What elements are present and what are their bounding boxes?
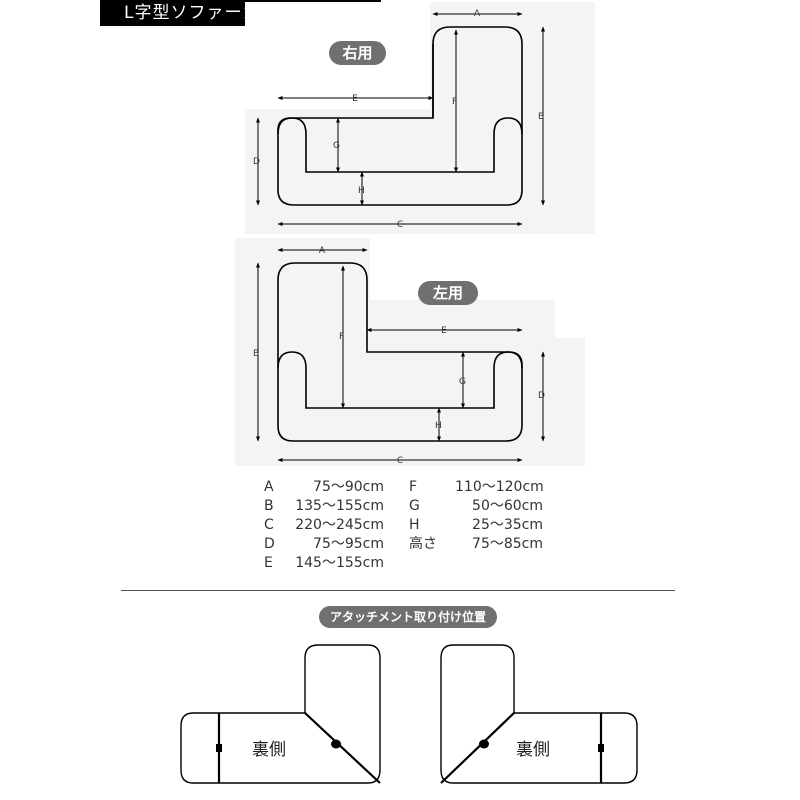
attachment-point <box>331 739 341 749</box>
spec-row: B 135〜155cm <box>264 495 384 515</box>
dim-a-right: A <box>474 9 481 19</box>
dim-g-right: G <box>333 141 340 151</box>
dim-e-right: E <box>352 94 358 104</box>
spec-key: B <box>264 498 274 514</box>
dim-f-right: F <box>452 97 457 107</box>
spec-value: 50〜60cm <box>472 498 543 514</box>
attachment-position-label: アタッチメント取り付け位置 <box>319 606 497 628</box>
spec-value: 220〜245cm <box>295 517 384 533</box>
spec-key: A <box>264 479 274 495</box>
spec-value: 110〜120cm <box>455 479 544 495</box>
spec-key: H <box>409 517 420 533</box>
spec-row: 高さ 75〜85cm <box>409 533 543 553</box>
dim-b-left: B <box>253 349 259 359</box>
dim-c-right: C <box>397 220 403 230</box>
dim-c-left: C <box>397 456 403 466</box>
spec-value: 75〜85cm <box>472 536 543 552</box>
spec-key: F <box>409 479 418 495</box>
left-use-label: 左用 <box>418 281 478 305</box>
spec-value: 145〜155cm <box>295 555 384 571</box>
dim-h-right: H <box>358 186 365 196</box>
spec-key: 高さ <box>409 536 437 552</box>
back-label-right: 裏側 <box>252 739 286 760</box>
spec-value: 75〜95cm <box>313 536 384 552</box>
dim-e-left: E <box>441 326 447 336</box>
spec-row: C 220〜245cm <box>264 514 384 534</box>
spec-row: F 110〜120cm <box>409 476 544 496</box>
dim-d-right: D <box>253 157 260 167</box>
dim-g-left: G <box>459 377 466 387</box>
spec-key: E <box>264 555 273 571</box>
attach-diagram-right: 裏側 <box>180 644 381 784</box>
spec-row: G 50〜60cm <box>409 495 543 515</box>
attachment-point <box>216 744 222 752</box>
dim-f-left: F <box>339 332 344 342</box>
attach-diagram-left: 裏側 <box>440 644 638 784</box>
spec-key: D <box>264 536 275 552</box>
spec-value: 135〜155cm <box>295 498 384 514</box>
back-label-left: 裏側 <box>516 739 550 760</box>
attachment-point <box>479 739 489 749</box>
spec-value: 75〜90cm <box>313 479 384 495</box>
left-diagram: A B F E G H D C <box>235 238 585 466</box>
spec-value: 25〜35cm <box>472 517 543 533</box>
spec-row: A 75〜90cm <box>264 476 384 496</box>
dim-a-left: A <box>319 246 326 256</box>
spec-row: D 75〜95cm <box>264 533 384 553</box>
divider <box>121 590 675 591</box>
attachment-point <box>598 744 604 752</box>
right-diagram: A B E F G H D C <box>245 2 595 234</box>
dim-d-left: D <box>538 391 545 401</box>
dim-b-right: B <box>538 112 544 122</box>
spec-row: E 145〜155cm <box>264 552 384 572</box>
spec-key: G <box>409 498 420 514</box>
dim-h-left: H <box>435 421 442 431</box>
spec-key: C <box>264 517 274 533</box>
spec-row: H 25〜35cm <box>409 514 543 534</box>
right-use-label: 右用 <box>329 41 386 65</box>
